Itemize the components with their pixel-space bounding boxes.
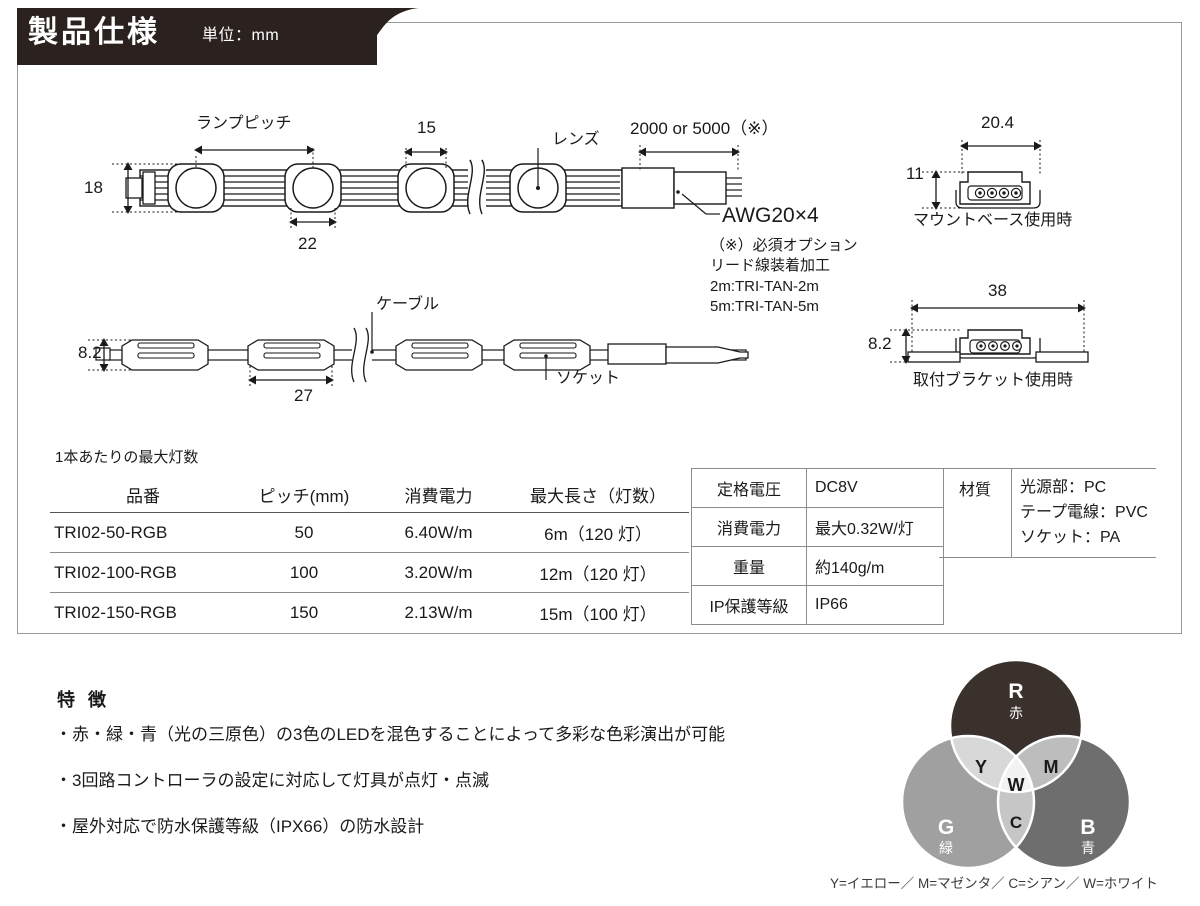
cell-pitch: 100 [289, 562, 319, 582]
spec-value: DC8V [806, 468, 944, 508]
dim-27-label: 27 [294, 386, 313, 405]
th-part-number: 品番 [126, 487, 160, 506]
dim-15-label: 15 [417, 118, 436, 137]
rgb-venn-diagram: R 赤 G 緑 B 青 Y M W C [884, 656, 1148, 872]
features-title: 特 徴 [57, 690, 111, 710]
spec-value: 約140g/m [806, 546, 944, 586]
venn-overlap-y [950, 736, 1034, 792]
page-title: 製品仕様 [28, 16, 160, 49]
lens-label: レンズ [552, 131, 600, 148]
dim-18-label: 18 [84, 178, 103, 197]
dim-8-2-side-label: 8.2 [78, 343, 102, 362]
material-row: 材質 光源部：PC テープ電線：PVC ソケット：PA [939, 467, 1156, 559]
cell-pitch: 50 [294, 522, 314, 542]
cell-max-length: 6m（120 灯） [544, 525, 652, 544]
venn-label-g: G [938, 816, 954, 839]
bracket-caption: 取付ブラケット使用時 [913, 372, 1074, 389]
cable-label: ケーブル [376, 296, 440, 313]
mount-base-caption: マウントベース使用時 [913, 212, 1073, 229]
th-power: 消費電力 [404, 487, 473, 506]
table-row: TRI02-150-RGB 150 2.13W/m 15m（100 灯） [50, 593, 689, 633]
cell-max-length: 15m（100 灯） [539, 605, 657, 624]
feature-item: ・屋外対応で防水保護等級（IPX66）の防水設計 [55, 817, 425, 836]
socket-label: ソケット [556, 370, 621, 387]
venn-label-r-jp: 赤 [1009, 705, 1023, 721]
dim-11-label: 11 [906, 164, 924, 183]
table-row: TRI02-50-RGB 50 6.40W/m 6m（120 灯） [50, 513, 689, 553]
cell-max-length: 12m（120 灯） [539, 565, 657, 584]
features-list: ・赤・緑・青（光の三原色）の3色のLEDを混色することによって多彩な色彩演出が可… [55, 726, 725, 864]
feature-item: ・3回路コントローラの設定に対応して灯具が点灯・点滅 [55, 771, 489, 790]
spec-value: 最大0.32W/灯 [806, 507, 944, 547]
spec-row: 定格電圧 DC8V [691, 468, 944, 508]
th-max-length: 最大長さ（灯数） [530, 487, 666, 506]
th-pitch: ピッチ(mm) [258, 487, 350, 506]
venn-label-r: R [1008, 680, 1023, 703]
spec-row: 重量 約140g/m [691, 546, 944, 586]
cell-pitch: 150 [289, 602, 319, 622]
cell-power: 3.20W/m [404, 562, 473, 582]
spec-key: 消費電力 [691, 507, 807, 547]
material-table: 材質 光源部：PC テープ電線：PVC ソケット：PA [939, 467, 1156, 559]
spec-key: IP保護等級 [691, 585, 807, 625]
dim-22-label: 22 [298, 234, 317, 253]
venn-label-c: C [1010, 813, 1022, 832]
material-line: ソケット：PA [1020, 528, 1121, 546]
spec-row: 消費電力 最大0.32W/灯 [691, 507, 944, 547]
cell-power: 6.40W/m [404, 522, 473, 542]
venn-overlap-m [998, 736, 1082, 792]
spec-value: IP66 [806, 585, 944, 625]
venn-label-g-jp: 緑 [939, 840, 953, 856]
lamp-pitch-label: ランプピッチ [196, 115, 292, 132]
venn-label-y: Y [975, 757, 987, 777]
material-line: テープ電線：PVC [1020, 503, 1148, 521]
table-row: TRI02-100-RGB 100 3.20W/m 12m（120 灯） [50, 553, 689, 593]
venn-label-m: M [1044, 757, 1059, 777]
table-header-row: 品番 ピッチ(mm) 消費電力 最大長さ（灯数） [50, 475, 689, 513]
option-notes: （※）必須オプション リード線装着加工 2m:TRI-TAN-2m 5m:TRI… [710, 237, 858, 315]
venn-legend: Y=イエロー／ M=マゼンタ／ C=シアン／ W=ホワイト [830, 876, 1158, 891]
product-table: 品番 ピッチ(mm) 消費電力 最大長さ（灯数） TRI02-50-RGB 50… [50, 475, 689, 632]
material-line: 光源部：PC [1020, 479, 1107, 496]
electrical-spec-table: 定格電圧 DC8V 消費電力 最大0.32W/灯 重量 約140g/m IP保護… [691, 468, 944, 625]
header-banner-curve [300, 8, 420, 65]
awg-label: AWG20×4 [722, 204, 819, 227]
spec-row: IP保護等級 IP66 [691, 585, 944, 625]
spec-key: 重量 [691, 546, 807, 586]
lead-length-label: 2000 or 5000（※） [630, 119, 779, 138]
dim-8-2-bracket-label: 8.2 [868, 334, 892, 353]
venn-label-b: B [1080, 816, 1095, 839]
spec-key: 定格電圧 [691, 468, 807, 508]
cell-power: 2.13W/m [404, 602, 473, 622]
unit-label: 単位：mm [202, 27, 280, 44]
main-table-caption: 1本あたりの最大灯数 [55, 449, 199, 466]
material-values: 光源部：PC テープ電線：PVC ソケット：PA [1011, 467, 1156, 559]
venn-label-b-jp: 青 [1081, 840, 1095, 856]
dim-20-4-label: 20.4 [981, 113, 1015, 132]
cell-part-number: TRI02-150-RGB [54, 602, 177, 622]
feature-item: ・赤・緑・青（光の三原色）の3色のLEDを混色することによって多彩な色彩演出が可… [55, 725, 726, 744]
cell-part-number: TRI02-50-RGB [54, 522, 168, 542]
material-key: 材質 [939, 467, 1012, 559]
dim-38-label: 38 [988, 281, 1007, 300]
venn-label-w: W [1008, 775, 1025, 795]
cell-part-number: TRI02-100-RGB [54, 562, 177, 582]
